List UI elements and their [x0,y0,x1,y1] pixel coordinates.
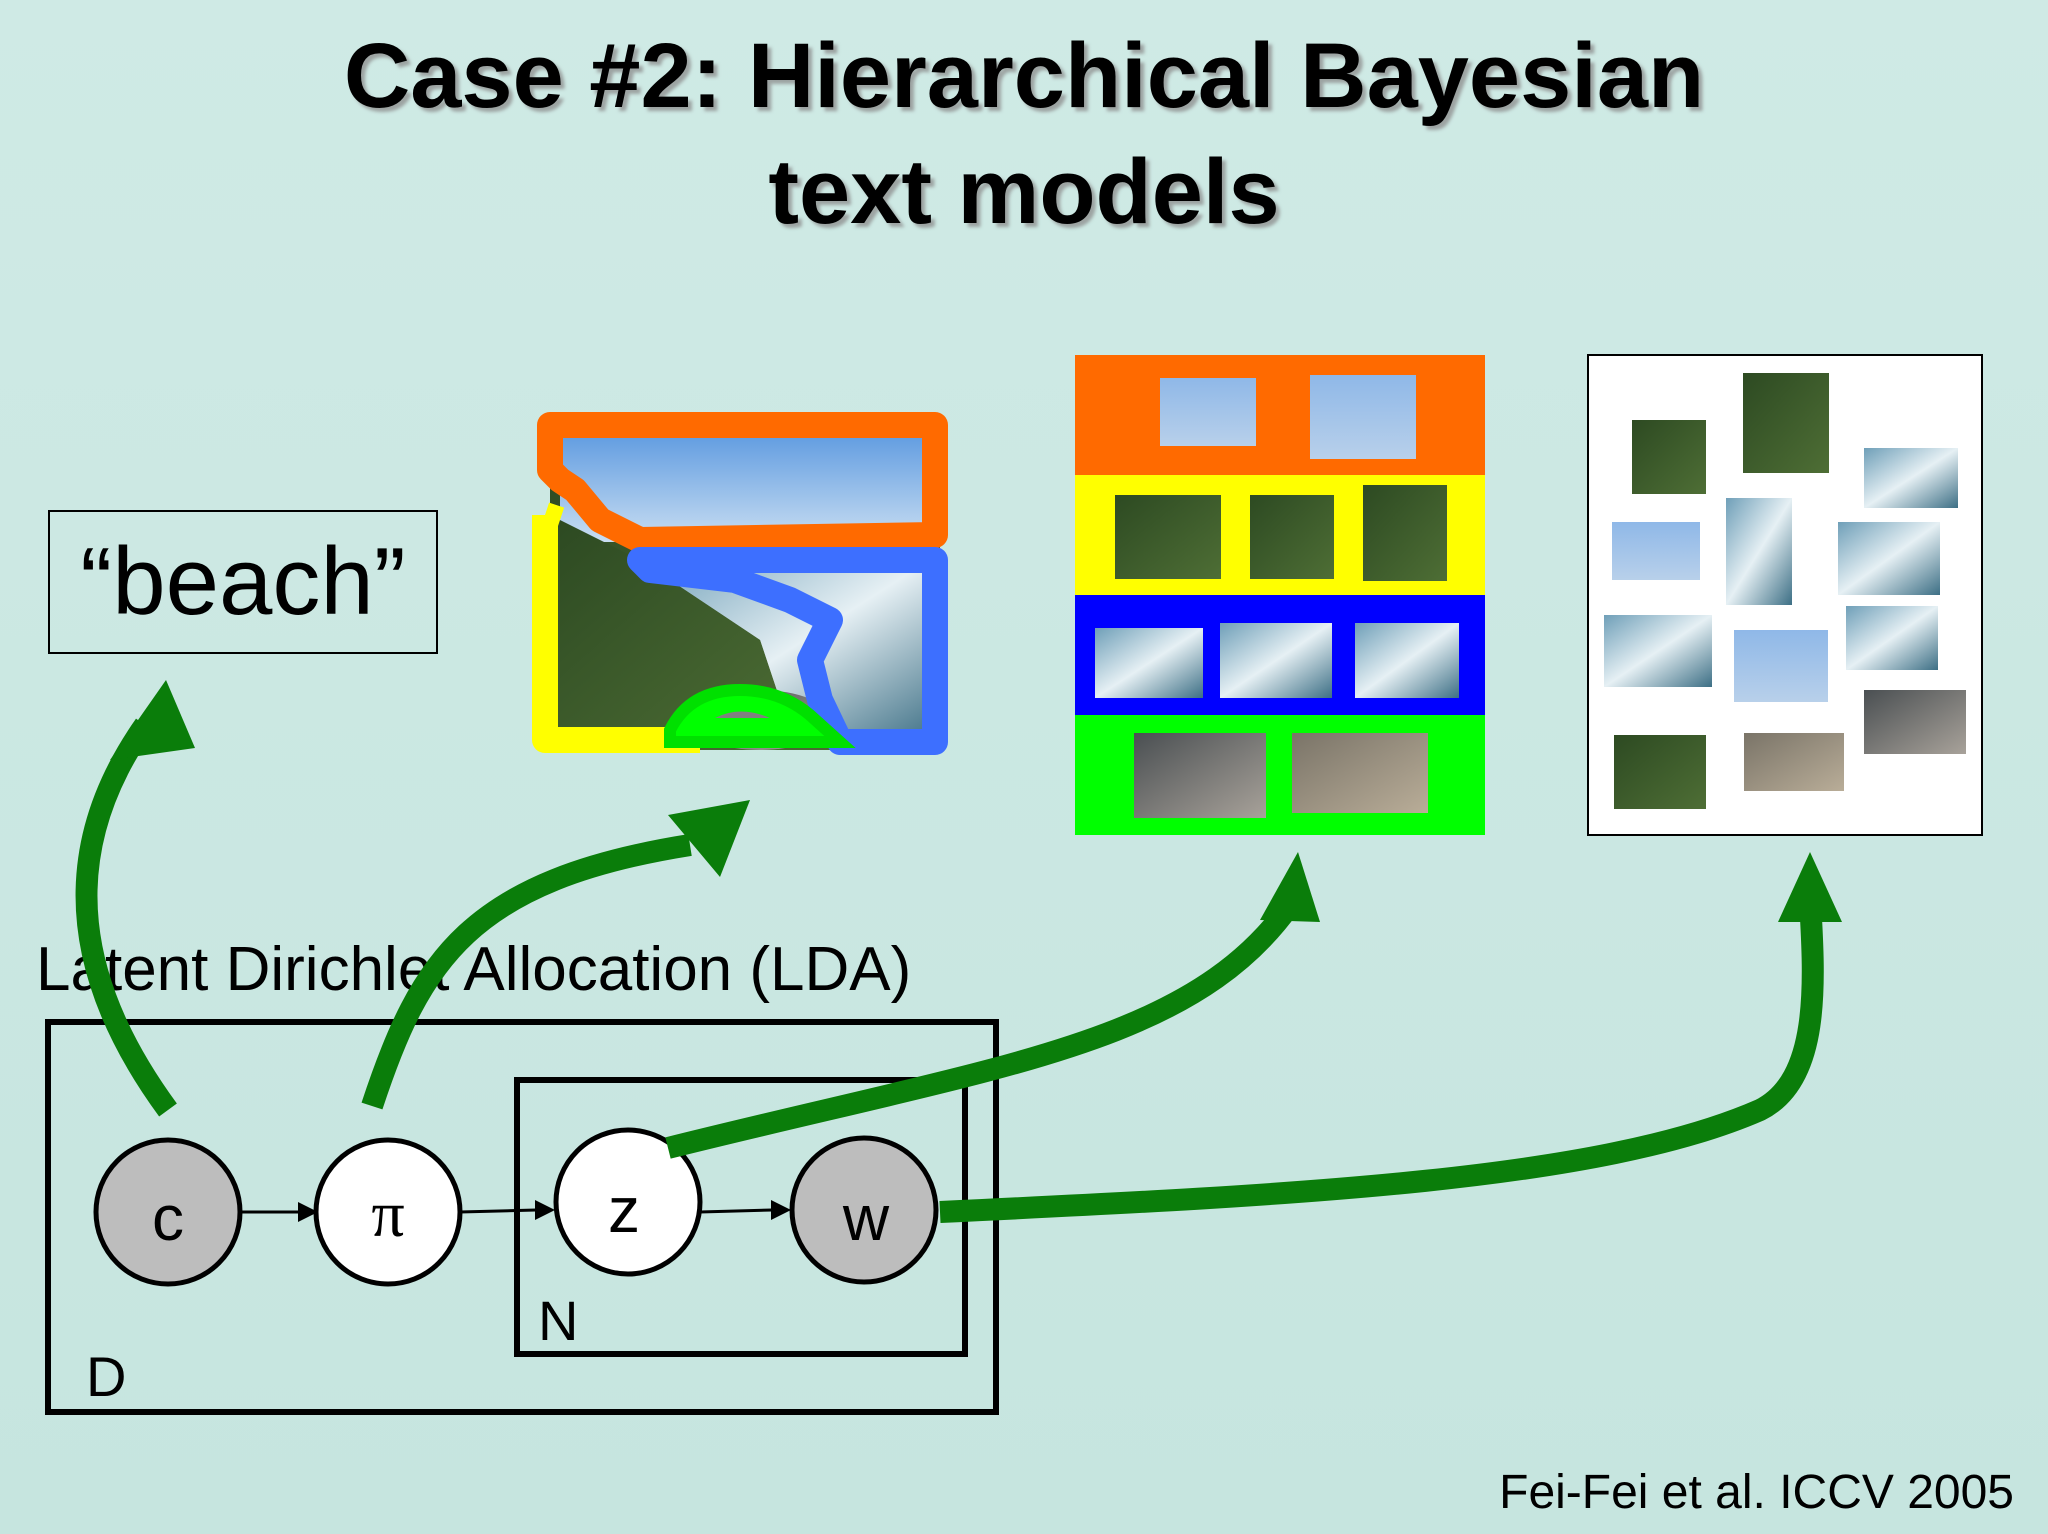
plate-n-label: N [538,1289,578,1352]
lda-label: Latent Dirichlet Allocation (LDA) [36,935,912,1004]
arrowhead-patches [1778,852,1842,922]
arrowhead-scene [668,800,750,877]
plate-d-label: D [86,1345,126,1408]
scattered-patches-icon [1587,354,1983,836]
page-title: Case #2: Hierarchical Bayesian text mode… [0,18,2048,250]
citation: Fei-Fei et al. ICCV 2005 [1499,1466,2014,1519]
node-c [93,1137,243,1287]
title-line-2: text models [768,141,1280,243]
node-z [553,1127,703,1277]
beach-category-box: “beach” [48,510,438,654]
node-z-label: z [608,1174,640,1246]
green-arrowheads [110,680,1842,922]
node-c-label: c [152,1182,184,1254]
node-pi-label: π [371,1178,404,1251]
edge-c-pi-arrowhead [298,1202,318,1222]
edge-z-w-arrowhead [771,1200,791,1220]
arrowhead-regions [1260,852,1320,922]
title-line-1: Case #2: Hierarchical Bayesian [343,25,1705,127]
arrow-w-to-patches [939,899,1824,1223]
node-pi [313,1137,463,1287]
beach-label: “beach” [80,528,406,635]
arrowhead-beach [110,680,195,760]
beach-scene-segmented-icon [532,412,948,755]
node-w [789,1135,939,1285]
edge-pi-z [459,1208,537,1214]
edge-z-w [699,1208,773,1214]
region-patch-grid-icon [1075,355,1485,835]
lda-graphical-model: D N c π z w [45,1019,999,1415]
arrow-c-to-beach [75,718,177,1117]
node-w-label: w [842,1182,890,1254]
green-arrows [75,718,1824,1223]
arrow-z-to-regions [665,898,1299,1159]
arrow-pi-to-scene [361,834,692,1110]
edge-pi-z-arrowhead [535,1200,555,1220]
